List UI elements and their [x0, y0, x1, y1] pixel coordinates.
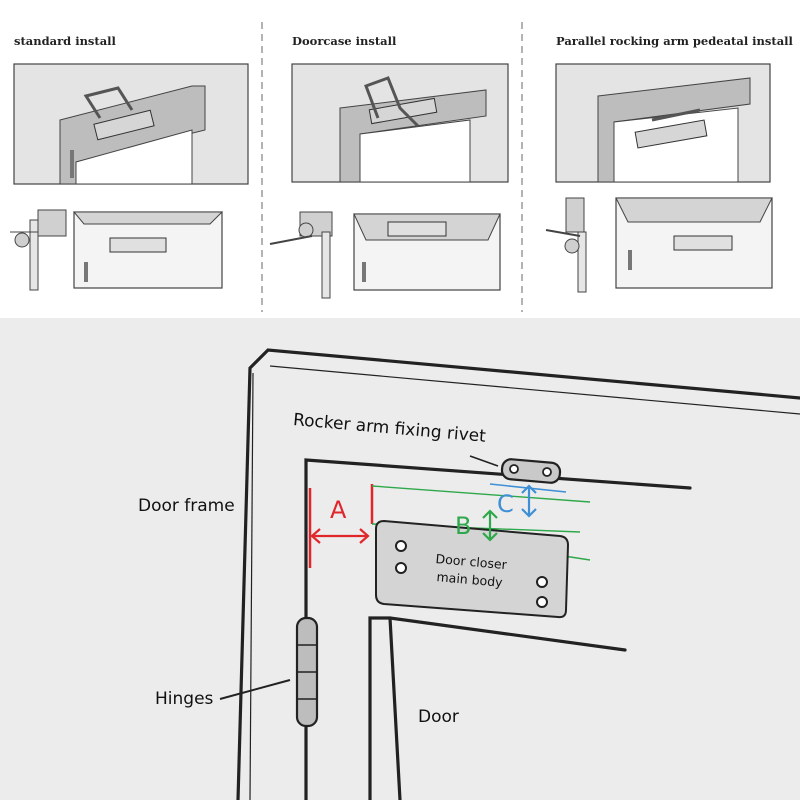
mount-hole: [536, 576, 548, 588]
install-methods-panel: standard install Doorcase install Parall…: [0, 0, 800, 318]
door-top-edge: [368, 616, 627, 800]
mount-hole: [536, 596, 548, 608]
dimension-b-arrow: [482, 509, 498, 542]
mount-hole: [395, 562, 407, 574]
rivet-hole: [509, 464, 519, 474]
dimension-a-label: A: [330, 496, 347, 524]
hinges-label: Hinges: [155, 689, 214, 709]
caption-doorcase-install: Doorcase install: [292, 34, 397, 48]
door-label: Door: [418, 707, 459, 727]
parallel-install-diagram: [555, 63, 771, 183]
doorcase-install-detail: [269, 211, 501, 299]
door-frame-diagram: A Door closer main body: [219, 348, 800, 800]
mount-hole: [395, 540, 407, 552]
standard-install-detail: [10, 209, 224, 291]
door-closer-main-body: [375, 519, 570, 619]
door-frame-label: Door frame: [138, 496, 235, 516]
dimension-c-label: C: [497, 490, 514, 518]
dimension-a-arrow: [310, 528, 370, 544]
caption-parallel-install: Parallel rocking arm pedeatal install: [556, 34, 793, 48]
closer-label-line1: Door closer: [435, 551, 508, 572]
caption-standard-install: standard install: [14, 34, 116, 48]
dimension-b-label: B: [455, 512, 471, 540]
hinge-leader-line: [219, 679, 291, 700]
guide-line-upper: [371, 485, 591, 503]
dimension-diagram-panel: A Door closer main body: [0, 318, 800, 800]
parallel-install-detail: [545, 197, 773, 293]
doorcase-install-diagram: [291, 63, 509, 183]
install-illustrations: [10, 22, 773, 312]
frame-outer-edge: [236, 348, 800, 800]
hinge: [295, 616, 319, 728]
closer-label-line2: main body: [436, 569, 504, 590]
rivet-leader-line: [469, 455, 499, 467]
dimension-c-arrow: [521, 484, 537, 518]
door-side-edge: [388, 616, 402, 800]
standard-install-diagram: [13, 63, 249, 185]
rivet-hole: [542, 467, 552, 477]
